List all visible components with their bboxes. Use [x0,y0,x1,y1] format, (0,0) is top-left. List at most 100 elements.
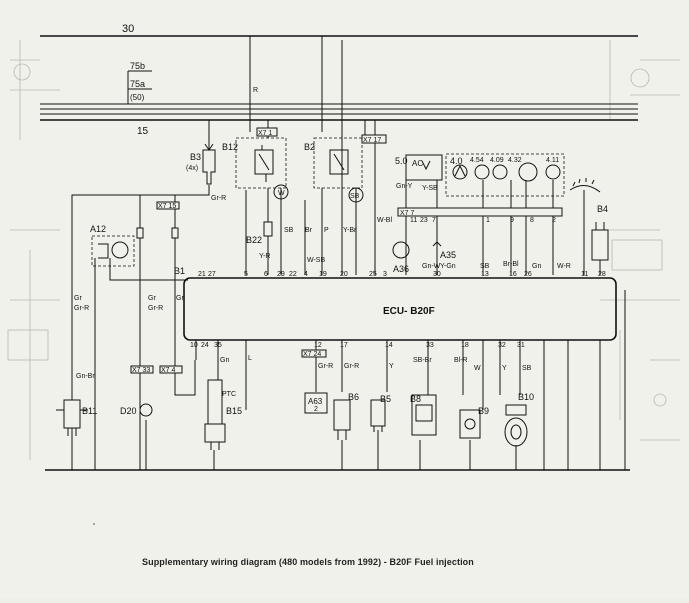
ecu-top-pin: 29 [277,271,285,278]
wire-sb-br-label: SB-Br [413,357,432,364]
w-circle [273,184,289,200]
connector-pin: 11 [410,217,417,224]
b3-sensor [202,143,216,185]
b10-label: B10 [518,392,534,402]
ac-label: AC [412,159,423,168]
x7-17-box [361,134,387,144]
a12-unit [91,235,135,267]
wire-gn-label: Gn [532,263,541,270]
ecu-top-pin: 21 [198,271,206,278]
ecu-bottom-pin: 32 [498,342,506,349]
x7-24-box [301,349,327,358]
a36-component [392,241,410,259]
ecu-top-pin: 26 [524,271,532,278]
fuse-a [136,227,144,239]
ecu-bottom-pin: 10 [190,342,198,349]
label-4-0: 4.0 [450,156,463,166]
ptc-label: PTC [222,391,236,398]
d20-component [139,403,153,417]
wire-bl-r-label: Bl-R [454,357,468,364]
ecu-top-pin: 27 [208,271,216,278]
ecu-top-pin: 5 [244,271,248,278]
ecu-top-pin: 13 [481,271,489,278]
wire-br-bl-label: Br-Bl [503,261,519,268]
wire-sb3-label: SB [522,365,532,372]
wire-br-label: Br [305,227,313,234]
label-4-09: 4.09 [490,157,504,164]
ecu-top-pin: 22 [289,271,297,278]
bus-50-label: (50) [130,93,145,102]
sb-circle-label: SB [350,193,360,200]
ecu-top-pin: 3 [383,271,387,278]
ecu-bottom-pin: 35 [214,342,222,349]
wire-p-label: P [324,227,329,234]
sb-circle [348,187,364,203]
b22-label: B22 [246,235,262,245]
wire-y-gn-label: Y-Gn [440,263,456,270]
a35-label: A35 [440,250,456,260]
ecu-top-pin: 25 [369,271,377,278]
connector-pin: 2 [552,217,556,224]
fuse-b [171,227,179,239]
b15-sensor [204,379,226,450]
ecu-top-pin: 4 [304,271,308,278]
ecu-top-pin: 11 [581,271,588,278]
ecu-label: ECU- B20F [383,306,435,317]
wire-gr-label: Gr [74,295,82,302]
wire-gr-r4-label: Gr-R [318,363,333,370]
wire-r-label: R [253,87,258,94]
a12-label: A12 [90,224,106,234]
b9-label: B9 [478,406,489,416]
b2-relay [313,137,363,189]
wire-y-label: Y [389,363,394,370]
ecu-bottom-pin: 12 [314,342,322,349]
w-circle-label: W [278,190,285,197]
label-5-0: 5.0 [395,156,408,166]
ecu-bottom-pin: 17 [340,342,348,349]
a63-box [304,392,328,414]
ecu-bottom-pin: 33 [426,342,434,349]
speck [93,523,95,525]
b3-sub-label: (4x) [186,165,198,172]
ecu-box [183,277,617,341]
bus-lines [40,35,638,121]
a63-sub-label: 2 [314,406,318,413]
connector-x7-33: X7 33 [132,367,150,374]
label-4-54: 4.54 [470,157,484,164]
b8-label: B8 [410,394,421,404]
ecu-bottom-pin: 31 [517,342,525,349]
b1-label: B1 [174,266,185,276]
b11-label: B11 [82,406,97,416]
wire-gn2-label: Gn [220,357,229,364]
b6-label: B6 [348,392,359,402]
wire-gn-br-label: Gn-Br [76,373,95,380]
ecu-bottom-pin: 24 [201,342,209,349]
x7-15-box [156,201,180,210]
b6-sensor [333,399,351,440]
d20-label: D20 [120,406,137,416]
connector-pin: 9 [510,217,514,224]
bus-15-label: 15 [137,126,149,137]
ecu-top-pin: 30 [433,271,441,278]
ecu-top-pin: 28 [598,271,606,278]
b8-sensor [411,394,437,436]
a35-arrow [432,241,442,256]
wire-w-label: W [474,365,481,372]
ecu-bottom-pin: 14 [385,342,393,349]
wire-gn-y-label: Gn-Y [396,183,413,190]
wire-l-label: L [248,355,252,362]
bus-75b-label: 75b [130,61,145,71]
wire-gr-r2-label: Gr-R [148,305,163,312]
wire-gr-r-label: Gr-R [211,195,226,202]
wire-sb-label: SB [284,227,294,234]
wire-gn-w-label: Gn-W [422,263,441,270]
wire-y2-label: Y [502,365,507,372]
b3-label: B3 [190,152,201,162]
ecu-top-pin: 20 [340,271,348,278]
wire-gr2-label: Gr [148,295,156,302]
ecu-top-pin: 19 [319,271,327,278]
sensor-cluster [405,153,601,197]
